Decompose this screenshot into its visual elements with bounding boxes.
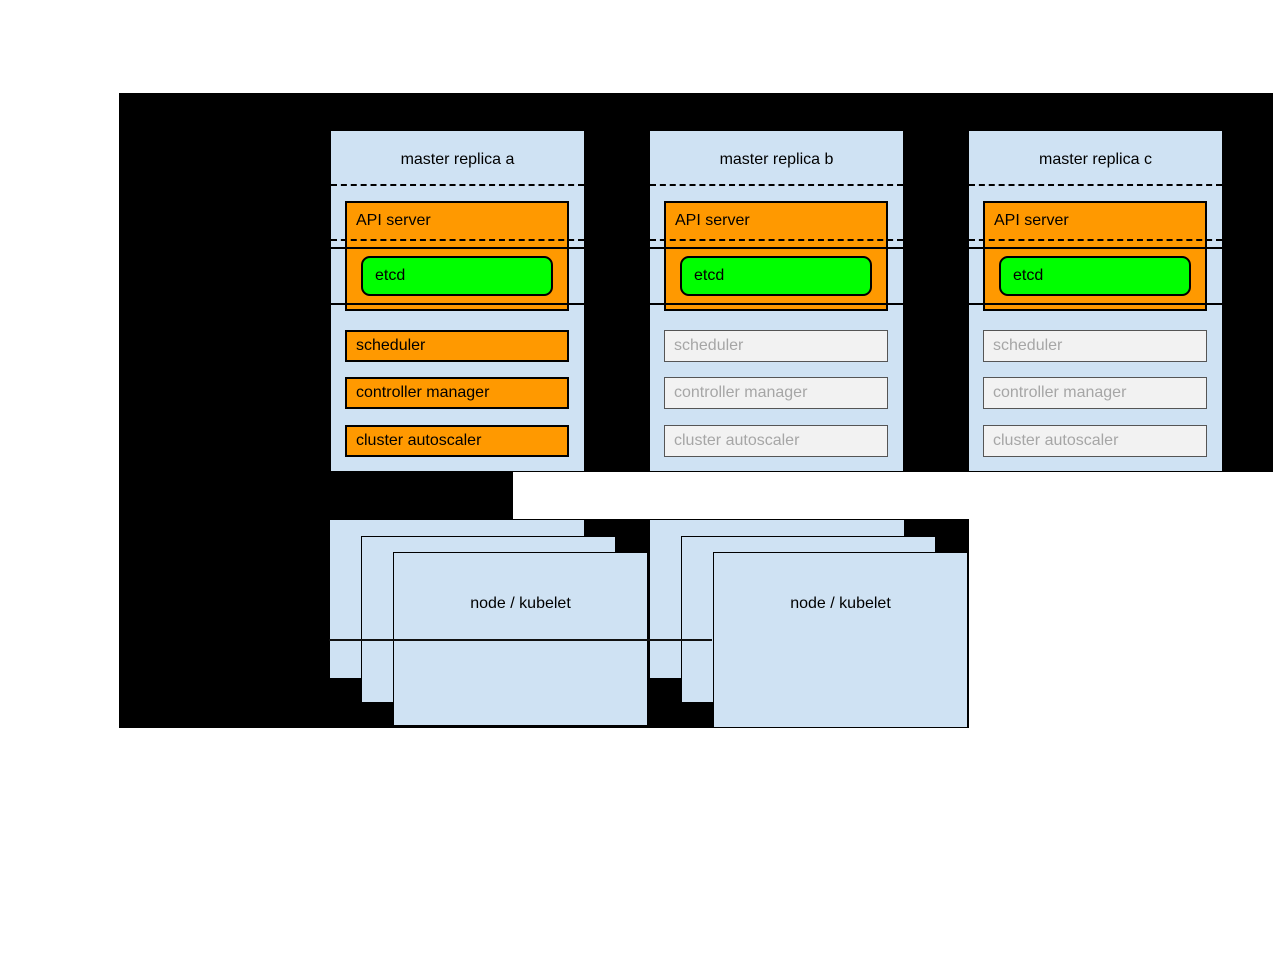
dashed-divider [969,239,1222,241]
canvas-background-middle [119,472,513,519]
node-row-divider-line [329,639,712,641]
component-box-scheduler: scheduler [664,330,888,362]
solid-divider [650,247,903,249]
node-stack-2-layer-front: node / kubelet [713,552,968,728]
api-server-label: API server [675,212,750,229]
node-kubelet-label: node / kubelet [790,595,891,612]
component-box-cluster-autoscaler: cluster autoscaler [983,425,1207,457]
dashed-divider [331,239,584,241]
dashed-divider [650,239,903,241]
api-server-label: API server [356,212,431,229]
component-box-cluster-autoscaler: cluster autoscaler [664,425,888,457]
etcd-box: etcd [361,256,553,296]
dashed-divider [331,184,584,186]
solid-divider [650,303,903,305]
solid-divider [969,303,1222,305]
component-box-scheduler: scheduler [983,330,1207,362]
dashed-divider [650,184,903,186]
master-replica-c-box: master replica c API server etcd schedul… [968,130,1223,472]
solid-divider [331,303,584,305]
component-box-controller-manager: controller manager [983,377,1207,409]
etcd-box: etcd [680,256,872,296]
master-replica-b-title: master replica b [719,151,834,168]
component-box-controller-manager: controller manager [345,377,569,409]
component-box-scheduler: scheduler [345,330,569,362]
component-box-cluster-autoscaler: cluster autoscaler [345,425,569,457]
master-replica-c-title: master replica c [1039,151,1152,168]
master-replica-a-box: master replica a API server etcd schedul… [330,130,585,472]
solid-divider [969,247,1222,249]
master-replica-b-box: master replica b API server etcd schedul… [649,130,904,472]
etcd-box: etcd [999,256,1191,296]
master-replica-a-title: master replica a [400,151,515,168]
api-server-label: API server [994,212,1069,229]
solid-divider [331,247,584,249]
component-box-controller-manager: controller manager [664,377,888,409]
node-kubelet-label: node / kubelet [470,595,571,612]
dashed-divider [969,184,1222,186]
